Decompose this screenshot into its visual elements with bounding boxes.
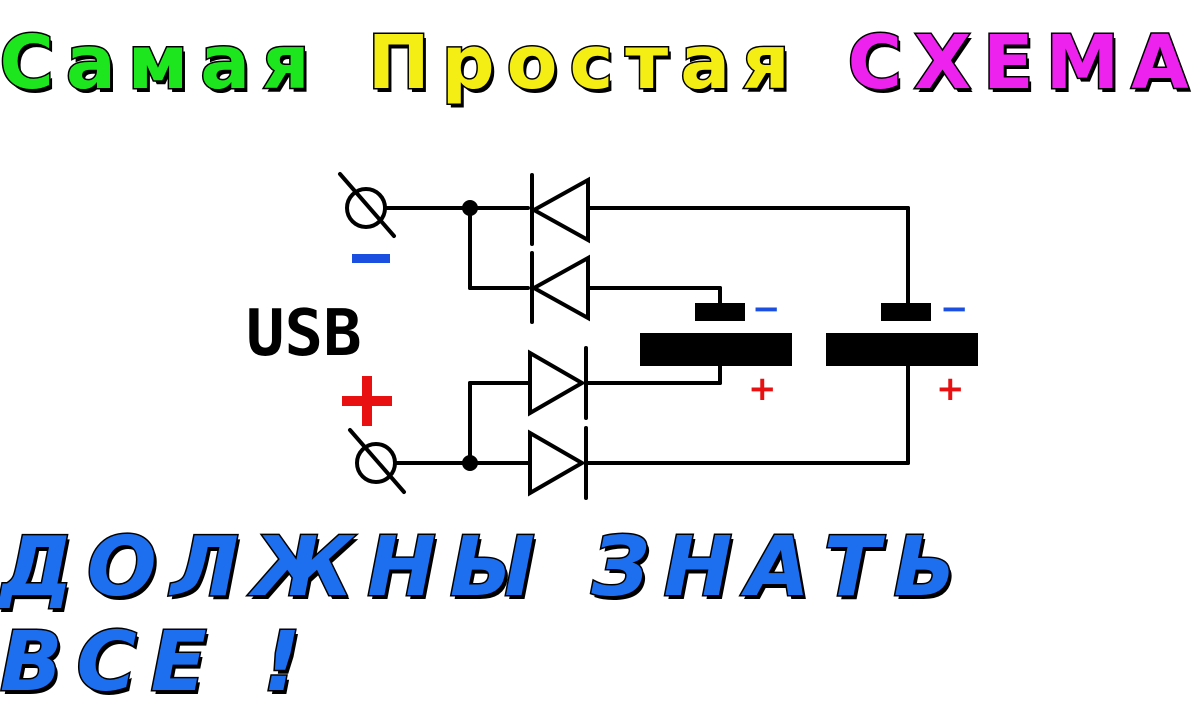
top-wires bbox=[383, 206, 910, 307]
usb-plus-terminal bbox=[348, 428, 406, 494]
footer-caption: ДОЛЖНЫ ЗНАТЬ ВСЕ ! bbox=[0, 519, 971, 710]
usb-plus-sign bbox=[342, 376, 392, 426]
cap2-minus-label: − bbox=[940, 289, 969, 329]
title-word-samaya: Самая bbox=[0, 18, 322, 107]
diode-top-1 bbox=[529, 173, 590, 246]
cap1-minus-label: − bbox=[752, 289, 781, 329]
junction-dot-top bbox=[462, 200, 478, 216]
capacitor-2 bbox=[826, 303, 978, 366]
diode-top-2 bbox=[529, 251, 590, 324]
capacitor-1 bbox=[640, 303, 792, 366]
diode-bottom-2 bbox=[528, 426, 588, 500]
usb-minus-sign bbox=[352, 254, 390, 263]
circuit-diagram: USB − + − + bbox=[246, 172, 978, 500]
title-word-prostaya: Простая bbox=[366, 18, 802, 107]
cap1-plus-label: + bbox=[748, 369, 777, 409]
usb-label: USB bbox=[246, 297, 362, 371]
page-title: Самая Простая СХЕМА bbox=[0, 0, 1200, 125]
usb-minus-terminal bbox=[338, 172, 396, 238]
title-word-skhema: СХЕМА bbox=[846, 18, 1200, 107]
bottom-wires bbox=[393, 364, 910, 465]
cap2-plus-label: + bbox=[936, 369, 965, 409]
junction-dot-bottom bbox=[462, 455, 478, 471]
diode-bottom-1 bbox=[528, 346, 588, 420]
